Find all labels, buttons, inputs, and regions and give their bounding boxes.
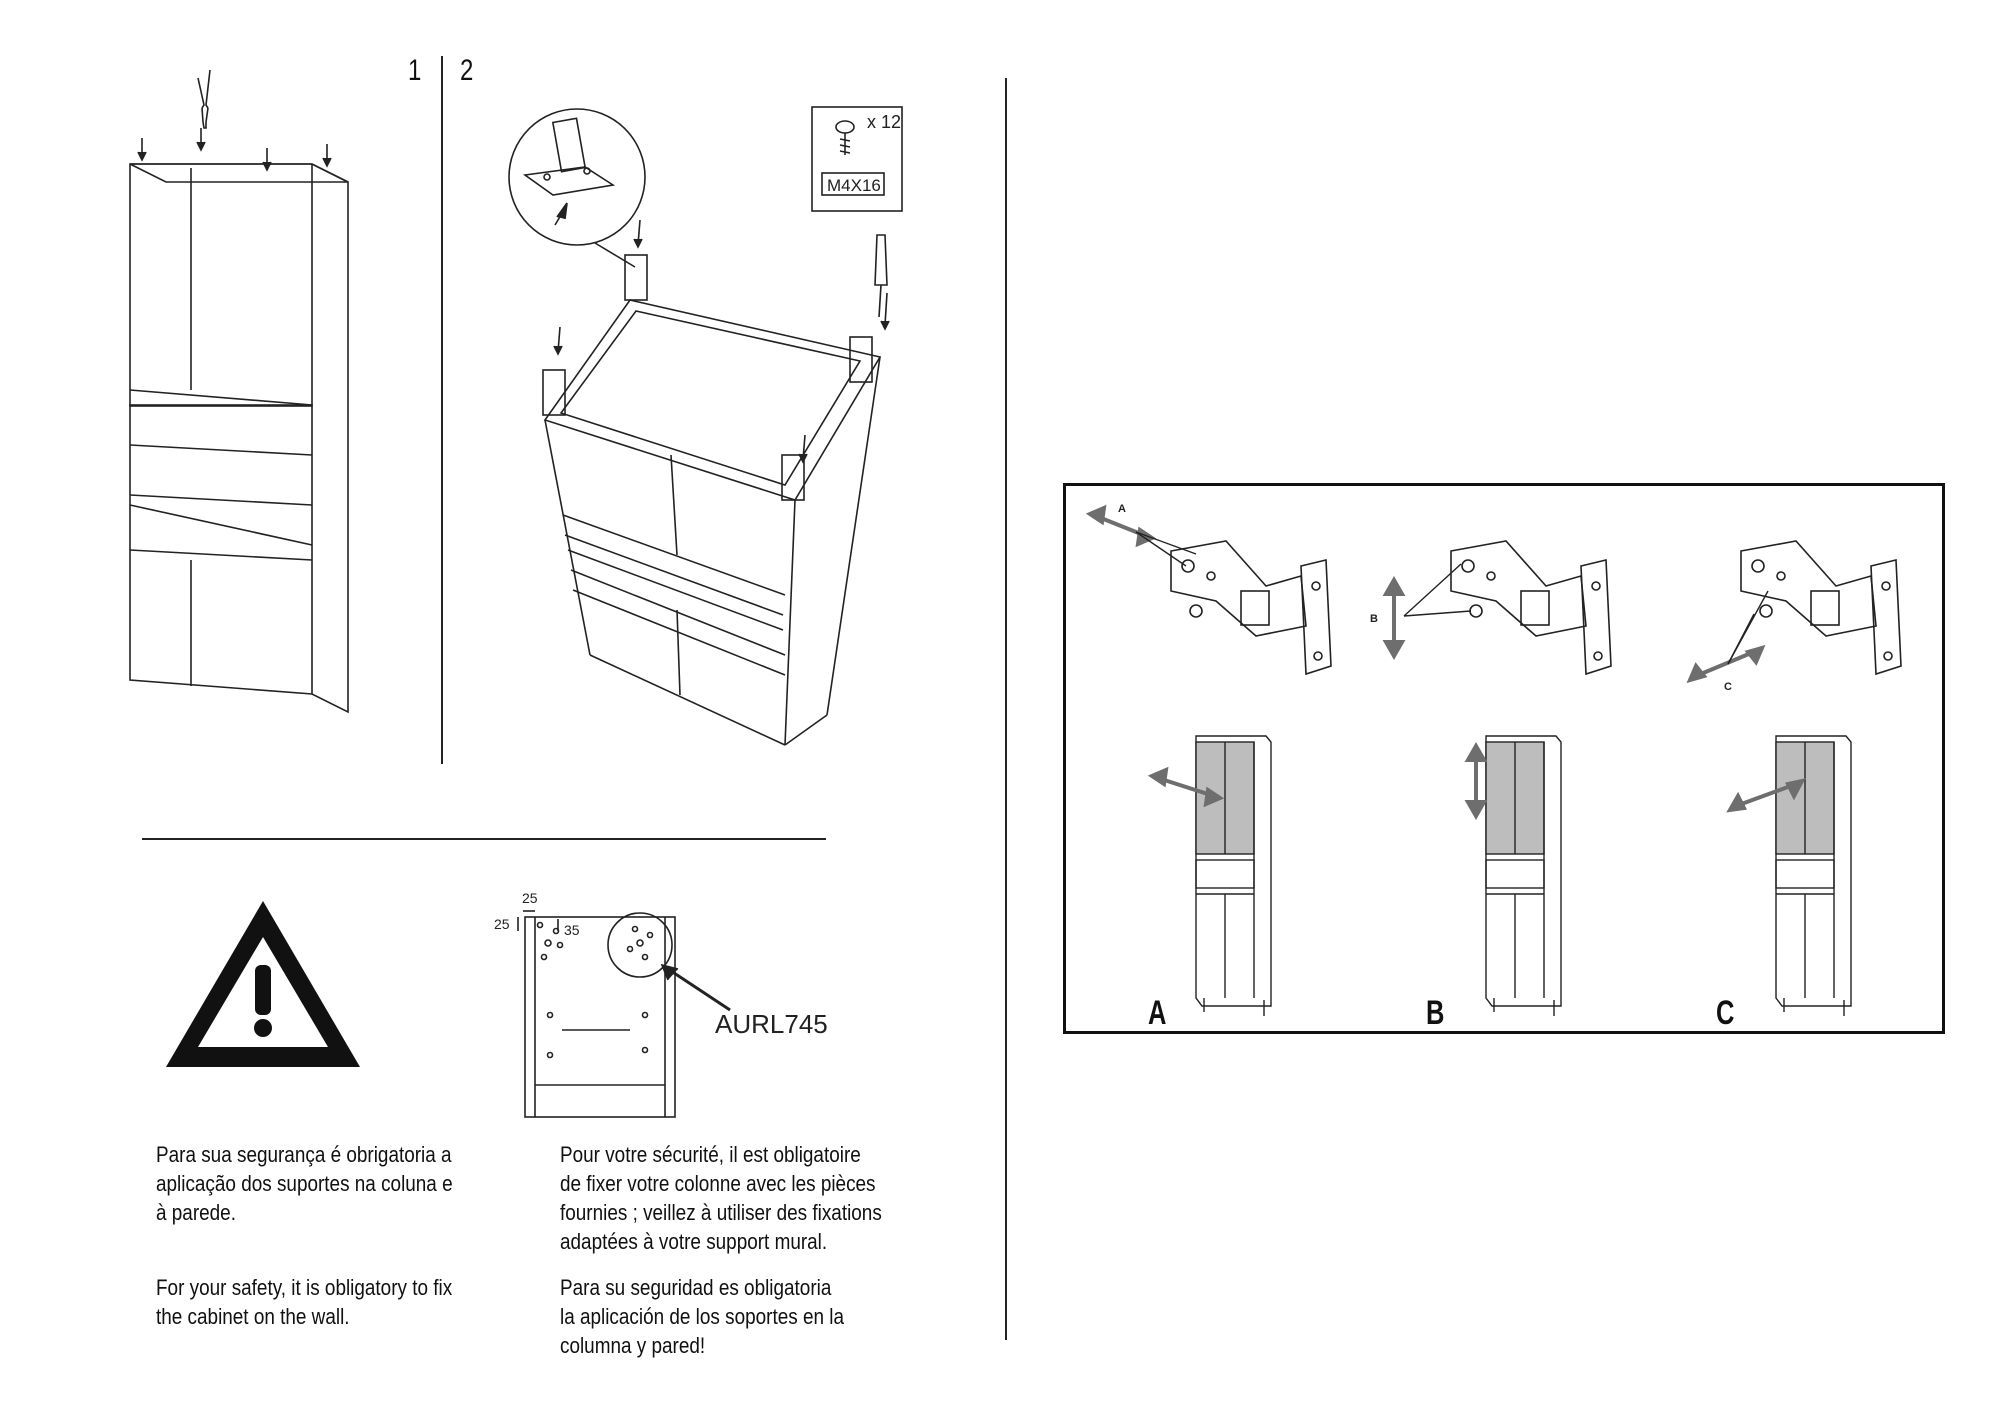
panel-label-c: C	[1716, 994, 1735, 1032]
panel-label-a: A	[1148, 994, 1167, 1032]
hinge-adjustment-box: A A	[1063, 483, 1945, 1034]
step-number-1: 1	[408, 54, 422, 87]
safety-text-en: For your safety, it is obligatory to fix…	[156, 1275, 453, 1329]
part-code: AURL745	[715, 1009, 828, 1039]
safety-text-pt: Para sua segurança é obrigatoria a aplic…	[156, 1142, 453, 1225]
bracket-diagram: 25 25 35 AURL745	[494, 890, 828, 1118]
cabinet-icon	[1464, 735, 1562, 1016]
safety-text-es: Para su seguridad es obligatoria la apli…	[560, 1275, 844, 1358]
dim-top: 25	[522, 890, 538, 906]
pliers-icon	[197, 69, 211, 129]
step1-illustration	[129, 69, 349, 714]
hinge-panel-a: A A	[1076, 496, 1356, 1032]
screwdriver-icon	[874, 234, 890, 331]
step-number-2: 2	[460, 54, 474, 87]
hinge-icon: B	[1370, 540, 1612, 676]
hinge-arrow-label-b: B	[1370, 613, 1378, 625]
hinge-panel-b: B B	[1366, 496, 1646, 1032]
hinge-panel-c: C C	[1656, 496, 1936, 1032]
section-divider	[142, 838, 826, 840]
cabinet-icon	[1147, 735, 1272, 1016]
warning-icon	[166, 901, 360, 1067]
hinge-icon: A	[1085, 503, 1332, 676]
step2-illustration: x 12 M4X16	[508, 106, 903, 746]
dim-left: 25	[494, 916, 510, 932]
screw-code: M4X16	[827, 176, 881, 195]
panel-label-b: B	[1426, 994, 1445, 1032]
cabinet-icon	[1726, 735, 1852, 1016]
hinge-arrow-label-c: C	[1724, 681, 1732, 693]
hinge-arrow-label-a: A	[1118, 503, 1126, 515]
hinge-icon: C	[1686, 540, 1902, 693]
dim-right: 35	[564, 922, 580, 938]
screw-icon	[835, 120, 855, 155]
arrow-icon	[137, 128, 332, 172]
screw-quantity: x 12	[867, 112, 901, 132]
step-divider	[441, 56, 443, 764]
page-divider	[1005, 78, 1007, 1340]
safety-text-fr: Pour votre sécurité, il est obligatoire …	[560, 1142, 882, 1254]
